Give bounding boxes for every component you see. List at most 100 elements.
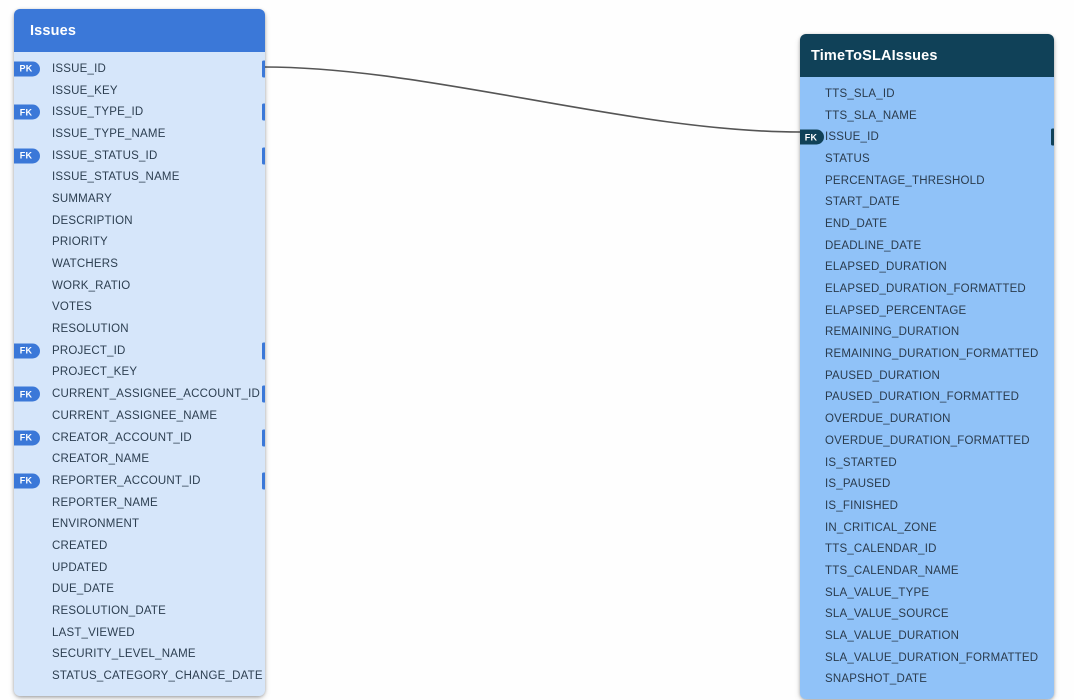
field-row-tts-paused_duration[interactable]: PAUSED_DURATION — [800, 365, 1054, 387]
field-row-tts-sla_value_duration[interactable]: SLA_VALUE_DURATION — [800, 625, 1054, 647]
field-row-issues-reporter_account_id[interactable]: FK REPORTER_ACCOUNT_ID — [14, 470, 265, 492]
field-row-tts-sla_value_source[interactable]: SLA_VALUE_SOURCE — [800, 604, 1054, 626]
field-row-issues-issue_status_id[interactable]: FK ISSUE_STATUS_ID — [14, 145, 265, 167]
field-row-tts-status[interactable]: STATUS — [800, 148, 1054, 170]
field-name: REPORTER_NAME — [52, 496, 158, 509]
field-name: CREATED — [52, 539, 108, 552]
primary-key-badge-icon: PK — [14, 61, 40, 77]
field-row-issues-project_key[interactable]: PROJECT_KEY — [14, 362, 265, 384]
field-name: CURRENT_ASSIGNEE_NAME — [52, 409, 218, 422]
field-name: IS_PAUSED — [825, 478, 891, 491]
field-row-issues-resolution[interactable]: RESOLUTION — [14, 318, 265, 340]
connection-port-handle[interactable] — [262, 342, 265, 360]
field-row-tts-sla_value_duration_formatted[interactable]: SLA_VALUE_DURATION_FORMATTED — [800, 647, 1054, 669]
field-row-issues-description[interactable]: DESCRIPTION — [14, 210, 265, 232]
field-row-issues-resolution_date[interactable]: RESOLUTION_DATE — [14, 600, 265, 622]
field-row-issues-status_category_change_date[interactable]: STATUS_CATEGORY_CHANGE_DATE — [14, 665, 265, 687]
field-name: SUMMARY — [52, 192, 112, 205]
field-name: RESOLUTION_DATE — [52, 605, 166, 618]
field-row-issues-due_date[interactable]: DUE_DATE — [14, 579, 265, 601]
field-row-issues-priority[interactable]: PRIORITY — [14, 232, 265, 254]
field-name: ISSUE_STATUS_ID — [52, 149, 158, 162]
field-name: CREATOR_NAME — [52, 453, 150, 466]
field-row-tts-elapsed_percentage[interactable]: ELAPSED_PERCENTAGE — [800, 300, 1054, 322]
field-row-tts-remaining_duration[interactable]: REMAINING_DURATION — [800, 322, 1054, 344]
field-name: CREATOR_ACCOUNT_ID — [52, 431, 192, 444]
field-row-issues-last_viewed[interactable]: LAST_VIEWED — [14, 622, 265, 644]
relationship-line-issues-to-timetoslaissues[interactable] — [263, 66, 801, 133]
field-name: OVERDUE_DURATION_FORMATTED — [825, 434, 1030, 447]
field-row-tts-percentage_threshold[interactable]: PERCENTAGE_THRESHOLD — [800, 170, 1054, 192]
field-row-issues-current_assignee_name[interactable]: CURRENT_ASSIGNEE_NAME — [14, 405, 265, 427]
field-row-tts-tts_calendar_name[interactable]: TTS_CALENDAR_NAME — [800, 560, 1054, 582]
field-row-issues-security_level_name[interactable]: SECURITY_LEVEL_NAME — [14, 644, 265, 666]
field-row-tts-tts_sla_id[interactable]: TTS_SLA_ID — [800, 83, 1054, 105]
connection-port-handle[interactable] — [1051, 128, 1054, 146]
field-row-tts-snapshot_date[interactable]: SNAPSHOT_DATE — [800, 669, 1054, 691]
field-row-tts-overdue_duration[interactable]: OVERDUE_DURATION — [800, 408, 1054, 430]
field-row-issues-issue_status_name[interactable]: ISSUE_STATUS_NAME — [14, 166, 265, 188]
field-row-issues-watchers[interactable]: WATCHERS — [14, 253, 265, 275]
field-row-tts-remaining_duration_formatted[interactable]: REMAINING_DURATION_FORMATTED — [800, 343, 1054, 365]
entity-issues-title: Issues — [30, 22, 77, 39]
field-row-tts-in_critical_zone[interactable]: IN_CRITICAL_ZONE — [800, 517, 1054, 539]
field-row-tts-sla_value_type[interactable]: SLA_VALUE_TYPE — [800, 582, 1054, 604]
field-name: DESCRIPTION — [52, 214, 133, 227]
field-row-tts-elapsed_duration[interactable]: ELAPSED_DURATION — [800, 257, 1054, 279]
entity-timetoslaissues-header[interactable]: TimeToSLAIssues — [800, 34, 1054, 77]
field-name: ISSUE_ID — [52, 62, 107, 75]
field-row-tts-paused_duration_formatted[interactable]: PAUSED_DURATION_FORMATTED — [800, 387, 1054, 409]
field-row-tts-tts_calendar_id[interactable]: TTS_CALENDAR_ID — [800, 538, 1054, 560]
field-row-issues-reporter_name[interactable]: REPORTER_NAME — [14, 492, 265, 514]
field-row-issues-issue_id[interactable]: PK ISSUE_ID — [14, 58, 265, 80]
field-name: CURRENT_ASSIGNEE_ACCOUNT_ID — [52, 388, 260, 401]
entity-timetoslaissues[interactable]: TimeToSLAIssues TTS_SLA_ID TTS_SLA_NAME FK… — [800, 34, 1054, 700]
field-row-issues-summary[interactable]: SUMMARY — [14, 188, 265, 210]
field-name: LAST_VIEWED — [52, 626, 135, 639]
field-row-tts-deadline_date[interactable]: DEADLINE_DATE — [800, 235, 1054, 257]
field-row-issues-creator_account_id[interactable]: FK CREATOR_ACCOUNT_ID — [14, 427, 265, 449]
foreign-key-badge-icon: FK — [14, 430, 40, 446]
connection-port-handle[interactable] — [262, 60, 265, 78]
field-row-issues-work_ratio[interactable]: WORK_RATIO — [14, 275, 265, 297]
field-name: WORK_RATIO — [52, 279, 131, 292]
entity-issues-header[interactable]: Issues — [14, 9, 265, 52]
field-row-tts-start_date[interactable]: START_DATE — [800, 191, 1054, 213]
field-row-tts-is_paused[interactable]: IS_PAUSED — [800, 473, 1054, 495]
field-name: TTS_CALENDAR_NAME — [825, 564, 959, 577]
field-row-tts-is_finished[interactable]: IS_FINISHED — [800, 495, 1054, 517]
field-row-tts-elapsed_duration_formatted[interactable]: ELAPSED_DURATION_FORMATTED — [800, 278, 1054, 300]
field-row-issues-issue_key[interactable]: ISSUE_KEY — [14, 80, 265, 102]
field-row-issues-votes[interactable]: VOTES — [14, 297, 265, 319]
field-row-tts-end_date[interactable]: END_DATE — [800, 213, 1054, 235]
field-name: IS_FINISHED — [825, 499, 899, 512]
field-name: TTS_SLA_NAME — [825, 109, 917, 122]
connection-port-handle[interactable] — [262, 103, 265, 121]
field-name: DUE_DATE — [52, 583, 115, 596]
connection-port-handle[interactable] — [262, 147, 265, 165]
connection-port-handle[interactable] — [262, 429, 265, 447]
field-row-tts-is_started[interactable]: IS_STARTED — [800, 452, 1054, 474]
field-row-issues-issue_type_name[interactable]: ISSUE_TYPE_NAME — [14, 123, 265, 145]
field-name: ISSUE_ID — [825, 131, 880, 144]
foreign-key-badge-icon: FK — [14, 473, 40, 489]
field-row-issues-created[interactable]: CREATED — [14, 535, 265, 557]
field-name: ELAPSED_PERCENTAGE — [825, 304, 967, 317]
field-name: REPORTER_ACCOUNT_ID — [52, 474, 201, 487]
field-row-issues-updated[interactable]: UPDATED — [14, 557, 265, 579]
foreign-key-badge-icon: FK — [14, 148, 40, 164]
field-row-issues-creator_name[interactable]: CREATOR_NAME — [14, 448, 265, 470]
field-row-tts-tts_sla_name[interactable]: TTS_SLA_NAME — [800, 105, 1054, 127]
connection-port-handle[interactable] — [262, 385, 265, 403]
connection-port-handle[interactable] — [262, 472, 265, 490]
field-name: TTS_CALENDAR_ID — [825, 543, 937, 556]
field-name: SLA_VALUE_TYPE — [825, 586, 930, 599]
field-row-issues-environment[interactable]: ENVIRONMENT — [14, 513, 265, 535]
field-row-tts-overdue_duration_formatted[interactable]: OVERDUE_DURATION_FORMATTED — [800, 430, 1054, 452]
